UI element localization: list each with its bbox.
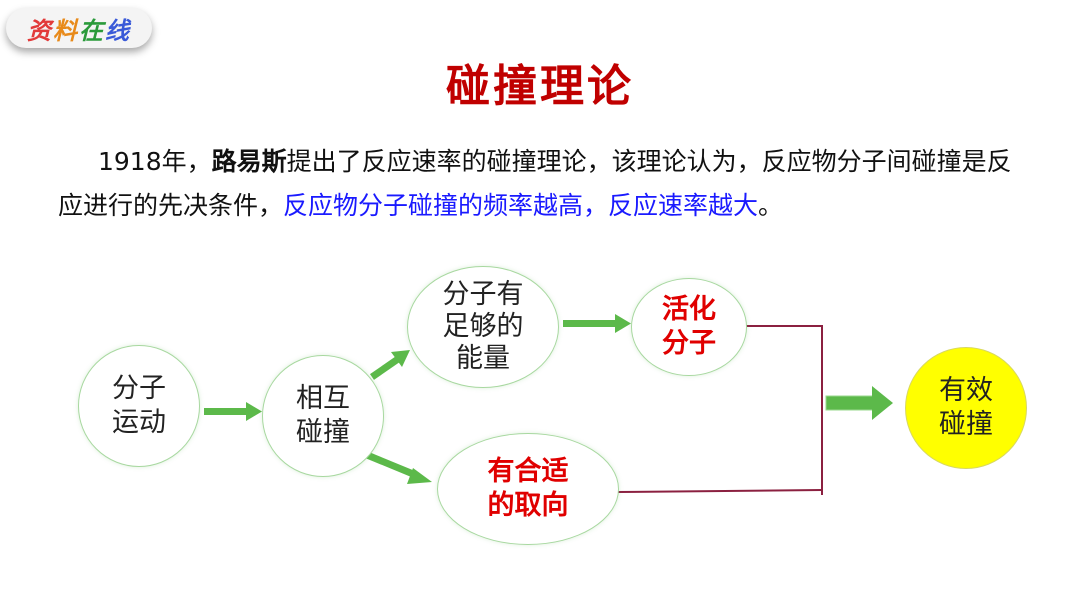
intro-paragraph: 1918年，路易斯提出了反应速率的碰撞理论，该理论认为，反应物分子间碰撞是反应进…	[58, 140, 1028, 228]
page-title: 碰撞理论	[446, 61, 634, 112]
para-highlight: 反应物分子碰撞的频率越高，反应速率越大	[283, 191, 759, 220]
node-proper-orientation: 有合适 的取向	[437, 433, 619, 545]
logo-char: 资	[27, 15, 53, 45]
para-name-bold: 路易斯	[211, 147, 287, 176]
para-end: 。	[758, 191, 784, 220]
logo-char: 在	[79, 15, 105, 45]
node-molecule-motion: 分子 运动	[78, 345, 200, 467]
node-mutual-collision: 相互 碰撞	[262, 355, 384, 477]
logo-char: 线	[105, 15, 131, 45]
node-effective-collision: 有效 碰撞	[905, 347, 1027, 469]
node-text: 碰撞	[939, 409, 993, 440]
arrow-motion-to-collide	[204, 402, 262, 421]
node-text: 有效	[939, 375, 993, 406]
node-activated-molecule: 活化 分子	[631, 278, 747, 376]
logo-char: 料	[53, 15, 79, 45]
node-text: 的取向	[487, 490, 569, 521]
node-text: 能量	[456, 343, 510, 374]
node-text: 相互	[296, 383, 350, 414]
logo-badge: 资 料 在 线	[6, 8, 152, 48]
connector-orient	[617, 489, 823, 493]
node-text: 分子有	[442, 279, 524, 310]
node-text: 活化	[662, 294, 716, 325]
arrow-collide-to-energy	[370, 350, 410, 380]
arrow-collide-to-orient	[365, 451, 432, 484]
arrow-energy-to-active	[563, 314, 631, 333]
para-text-1: 1918年，	[98, 147, 212, 176]
node-text: 分子	[662, 328, 716, 359]
node-text: 运动	[112, 407, 166, 438]
node-sufficient-energy: 分子有 足够的 能量	[407, 266, 559, 388]
node-text: 有合适	[487, 456, 569, 487]
node-text: 足够的	[442, 311, 524, 342]
para-text-2: 提出了反应速率的碰撞理论，该理论认为，反应物分子间碰撞是反应进行的先决条件，	[58, 147, 1012, 220]
arrow-to-effective	[825, 386, 893, 420]
node-text: 分子	[112, 373, 166, 404]
connector-active	[746, 325, 823, 495]
node-text: 碰撞	[296, 417, 350, 448]
